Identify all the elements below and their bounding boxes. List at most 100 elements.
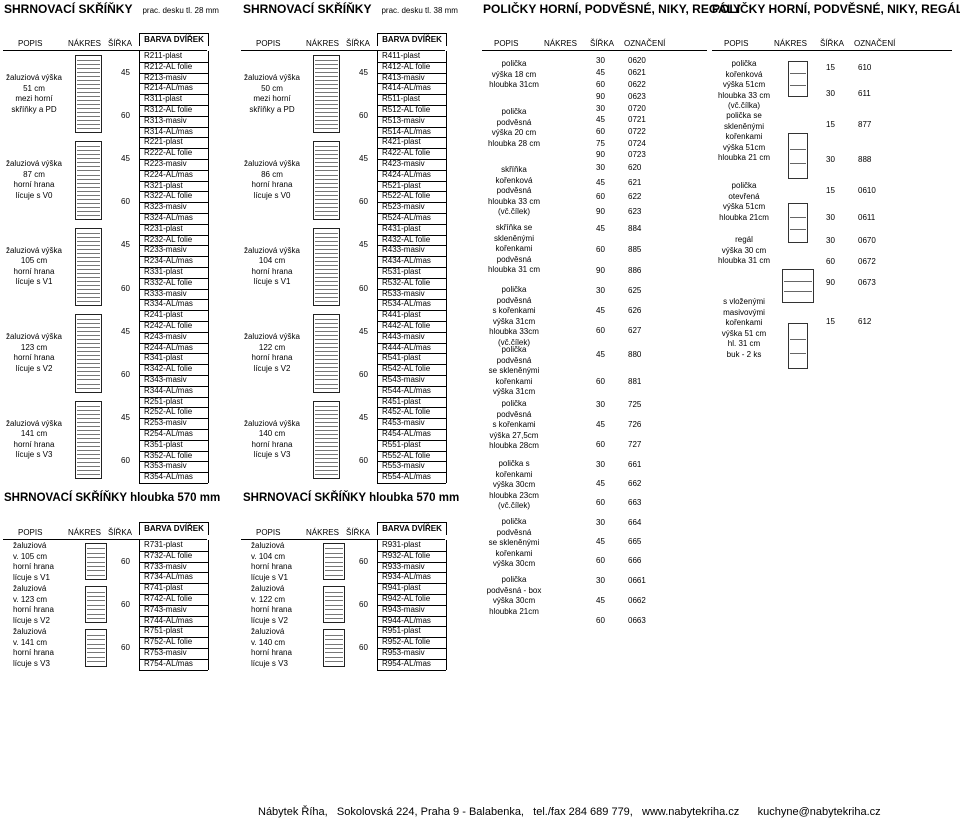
description-line: lícuje s V1 [13, 572, 50, 582]
description-line: výška 31cm [492, 316, 536, 326]
width-value: 30 [596, 163, 605, 173]
color-code: R343-masiv [139, 375, 209, 386]
footer-website-link[interactable]: www.nabytekriha.cz [642, 806, 740, 818]
footer-email-link[interactable]: kuchyne@nabytekriha.cz [757, 806, 881, 818]
width-value: 60 [596, 556, 605, 566]
description-line: polička s [498, 459, 530, 468]
product-code: 662 [628, 479, 642, 488]
product-code: 884 [628, 224, 642, 234]
product-code: 881 [628, 376, 642, 386]
description-line: kořenkami [725, 318, 763, 327]
description-line: buk - 2 ks [726, 349, 762, 359]
color-code: R951-plast [377, 626, 447, 638]
shutter-cabinet-drawing-icon [75, 227, 102, 307]
width-value: 30 [596, 286, 605, 295]
description-line: skleněnými [493, 233, 534, 243]
shelf-drawing-icon [788, 203, 808, 243]
description-line: výška 51cm [722, 202, 766, 211]
color-code: R511-plast [377, 94, 447, 105]
header-title: SHRNOVACÍ SKŘÍŇKY [243, 2, 372, 16]
color-code: R443-masiv [377, 331, 447, 343]
width-value: 45 [121, 240, 130, 250]
color-code: R333-masiv [139, 288, 209, 300]
color-code: R431-plast [377, 223, 447, 235]
description-line: polička se [726, 111, 762, 120]
description-line: podvěsná [496, 295, 532, 305]
description-line: se skleněnými [488, 538, 540, 547]
width-value: 30 [826, 236, 835, 246]
color-code: R931-plast [377, 540, 447, 551]
description-line: hloubka 23cm [489, 490, 539, 500]
description-line: lícuje s V1 [251, 572, 288, 582]
header-shelves-b: POLIČKY HORNÍ, PODVĚSNÉ, NIKY, REGÁLY [712, 2, 960, 16]
column-header: NÁKRES [68, 528, 101, 537]
shutter-cabinet-drawing-icon [323, 629, 345, 667]
width-value: 60 [596, 498, 605, 508]
color-code: R554-AL/mas [377, 472, 447, 483]
color-code: R231-plast [139, 223, 209, 235]
width-value: 45 [596, 115, 605, 125]
description-line: lícuje s V3 [253, 450, 291, 460]
color-code: R523-masiv [377, 202, 447, 213]
width-value: 15 [826, 317, 835, 326]
color-code: R253-masiv [139, 418, 209, 429]
product-code: 725 [628, 400, 642, 409]
description-line: výška 27,5cm [489, 430, 539, 440]
width-value: 60 [121, 556, 130, 566]
shutter-cabinet-drawing-icon [75, 314, 102, 393]
color-code: R752-AL folie [139, 637, 209, 648]
description-line: v. 141 cm [13, 637, 48, 647]
shutter-cabinet-drawing-icon [75, 55, 102, 134]
product-code: 0672 [858, 257, 876, 266]
description-line: žaluziová výška [243, 73, 301, 82]
description-line: žaluziová [13, 627, 47, 637]
section-title-570-left: SHRNOVACÍ SKŘÍŇKY hloubka 570 mm [4, 492, 221, 504]
width-value: 60 [596, 376, 605, 386]
color-code: R941-plast [377, 583, 447, 594]
footer-address: Sokolovská 224, Praha 9 - Balabenka, [336, 806, 524, 818]
description-line: lícuje s V2 [251, 615, 288, 625]
description-line: horní hrana [251, 439, 293, 449]
width-value: 60 [121, 110, 130, 120]
color-code: R413-masiv [377, 72, 447, 84]
color-code: R751-plast [139, 626, 209, 638]
color-code: R541-plast [377, 353, 447, 365]
product-code: 0720 [628, 103, 646, 113]
shelf-drawing-icon [788, 133, 808, 179]
color-code: R242-AL folie [139, 321, 209, 332]
description-line: hloubka 33cm [489, 327, 539, 336]
description-line: žaluziová výška [243, 159, 301, 169]
description-line: podvěsná [496, 254, 532, 264]
column-header: ŠÍŘKA [108, 39, 133, 48]
description-line: kořenkami [725, 132, 763, 141]
description-line: (vč.čílek) [498, 207, 530, 216]
color-code: R733-masiv [139, 561, 209, 573]
width-value: 60 [826, 257, 835, 266]
color-code: R512-AL folie [377, 105, 447, 116]
color-code: R441-plast [377, 310, 447, 321]
description-line: polička [501, 345, 527, 354]
product-code: 0623 [628, 92, 646, 101]
footer: Nábytek Říha, Sokolovská 224, Praha 9 - … [258, 806, 881, 818]
product-code: 0610 [858, 185, 876, 195]
product-code: 880 [628, 349, 642, 359]
description-line: žaluziová výška [5, 73, 63, 82]
product-code: 0673 [858, 277, 876, 287]
color-code: R551-plast [377, 439, 447, 451]
width-value: 45 [596, 420, 605, 429]
color-code: R732-AL folie [139, 550, 209, 562]
width-value: 90 [596, 206, 605, 216]
color-code: R534-AL/mas [377, 299, 447, 311]
column-header: NÁKRES [68, 39, 101, 48]
description-line: žaluziová [251, 627, 285, 637]
description-line: výška 30cm [492, 596, 536, 605]
color-code: R224-AL/mas [139, 169, 209, 181]
